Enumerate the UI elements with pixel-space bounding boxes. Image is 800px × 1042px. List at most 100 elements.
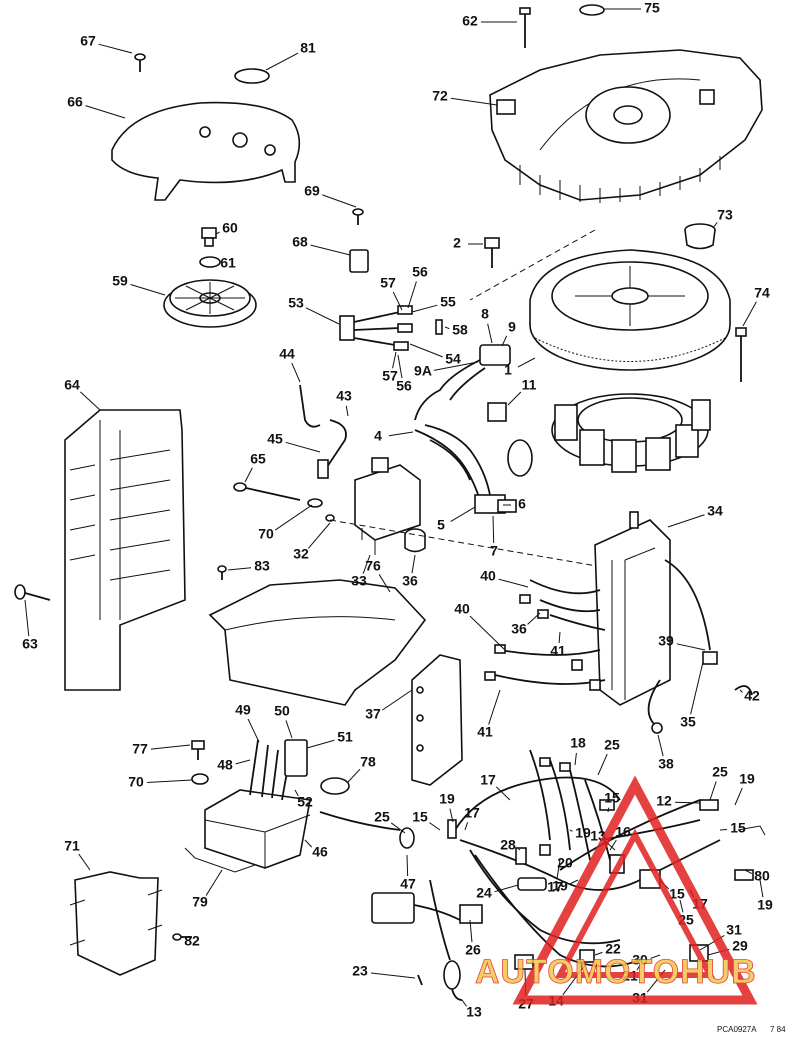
screw-83 bbox=[217, 565, 227, 580]
leader-line bbox=[742, 301, 757, 327]
washer-70-lower bbox=[191, 773, 209, 785]
part-label-37: 37 bbox=[365, 706, 381, 722]
part-label-36: 36 bbox=[402, 573, 418, 589]
part-label-8: 8 bbox=[481, 306, 489, 322]
leader-line bbox=[498, 578, 529, 588]
part-label-62: 62 bbox=[462, 13, 478, 29]
part-label-31: 31 bbox=[726, 922, 742, 938]
leader-line bbox=[215, 231, 220, 235]
leader-line bbox=[570, 879, 579, 885]
leader-line bbox=[345, 405, 349, 417]
cable-tie-10 bbox=[507, 439, 533, 477]
leader-line bbox=[709, 781, 717, 801]
part-label-45: 45 bbox=[267, 431, 283, 447]
part-label-33: 33 bbox=[351, 573, 367, 589]
leader-line bbox=[739, 689, 743, 693]
grommet-27 bbox=[514, 954, 534, 970]
leader-line bbox=[406, 854, 409, 877]
sleeve-58 bbox=[435, 319, 443, 335]
screw-69 bbox=[352, 208, 364, 225]
leader-line bbox=[347, 768, 361, 783]
leader-line bbox=[744, 869, 753, 875]
part-label-28: 28 bbox=[500, 837, 516, 853]
leader-line bbox=[392, 291, 403, 311]
cover-76 bbox=[208, 579, 427, 706]
part-label-60: 60 bbox=[222, 220, 238, 236]
part-label-72: 72 bbox=[432, 88, 448, 104]
leader-line bbox=[464, 822, 469, 831]
part-label-19: 19 bbox=[739, 771, 755, 787]
part-label-18: 18 bbox=[570, 735, 586, 751]
leader-line bbox=[411, 554, 416, 574]
leader-line bbox=[247, 718, 260, 743]
part-label-75: 75 bbox=[644, 0, 660, 16]
part-label-25: 25 bbox=[604, 737, 620, 753]
fuse-holder-13 bbox=[429, 879, 463, 1001]
part-label-49: 49 bbox=[235, 702, 251, 718]
leader-line bbox=[562, 964, 586, 996]
leader-line bbox=[429, 822, 441, 831]
leader-line bbox=[674, 801, 701, 804]
leader-line bbox=[397, 354, 403, 379]
part-label-70: 70 bbox=[128, 774, 144, 790]
part-label-35: 35 bbox=[680, 714, 696, 730]
part-label-56: 56 bbox=[412, 264, 428, 280]
part-label-15: 15 bbox=[412, 809, 428, 825]
leader-line bbox=[227, 567, 252, 571]
part-label-55: 55 bbox=[440, 294, 456, 310]
part-label-57: 57 bbox=[380, 275, 396, 291]
part-label-69: 69 bbox=[304, 183, 320, 199]
leader-line bbox=[378, 574, 391, 593]
part-label-20: 20 bbox=[557, 855, 573, 871]
screw-63 bbox=[14, 584, 51, 601]
leader-line bbox=[734, 787, 743, 806]
leader-line bbox=[518, 848, 521, 851]
leader-line bbox=[291, 362, 301, 383]
part-label-17: 17 bbox=[480, 772, 496, 788]
leader-line bbox=[392, 351, 397, 369]
part-label-39: 39 bbox=[658, 633, 674, 649]
plug-28 bbox=[515, 847, 527, 865]
part-label-19: 19 bbox=[757, 897, 773, 913]
leader-line bbox=[507, 391, 522, 406]
part-label-32: 32 bbox=[293, 546, 309, 562]
leader-line bbox=[407, 281, 417, 309]
leader-line bbox=[205, 869, 223, 896]
leader-line bbox=[244, 467, 253, 483]
leader-line bbox=[409, 343, 443, 358]
part-label-9: 9 bbox=[508, 319, 516, 335]
leader-line bbox=[679, 899, 684, 913]
clip-23 bbox=[417, 974, 423, 986]
part-label-53: 53 bbox=[288, 295, 304, 311]
part-label-15: 15 bbox=[730, 820, 746, 836]
part-label-71: 71 bbox=[64, 838, 80, 854]
part-label-57: 57 bbox=[382, 368, 398, 384]
leader-line bbox=[306, 739, 335, 749]
leader-line bbox=[517, 357, 536, 368]
leader-line bbox=[759, 879, 764, 898]
leader-line bbox=[370, 972, 416, 979]
leader-line bbox=[492, 515, 495, 544]
part-label-79: 79 bbox=[192, 894, 208, 910]
part-label-74: 74 bbox=[754, 285, 770, 301]
leader-line bbox=[285, 441, 321, 453]
part-label-23: 23 bbox=[352, 963, 368, 979]
cap-75 bbox=[579, 4, 605, 16]
screw-60 bbox=[201, 227, 217, 247]
terminal-block-53 bbox=[339, 305, 413, 351]
sleeve-36 bbox=[404, 528, 426, 553]
part-label-1: 1 bbox=[504, 362, 512, 378]
leader-line bbox=[461, 999, 467, 1007]
leader-line bbox=[146, 779, 193, 784]
connector-8-9 bbox=[414, 344, 511, 421]
leader-line bbox=[487, 323, 493, 344]
leader-line bbox=[690, 661, 704, 715]
leader-line bbox=[676, 643, 706, 651]
leader-line bbox=[495, 786, 511, 801]
part-label-81: 81 bbox=[300, 40, 316, 56]
leader-line bbox=[450, 506, 476, 523]
leader-line bbox=[388, 431, 414, 437]
ignition-coil-33 bbox=[354, 457, 421, 555]
leader-line bbox=[597, 753, 608, 776]
